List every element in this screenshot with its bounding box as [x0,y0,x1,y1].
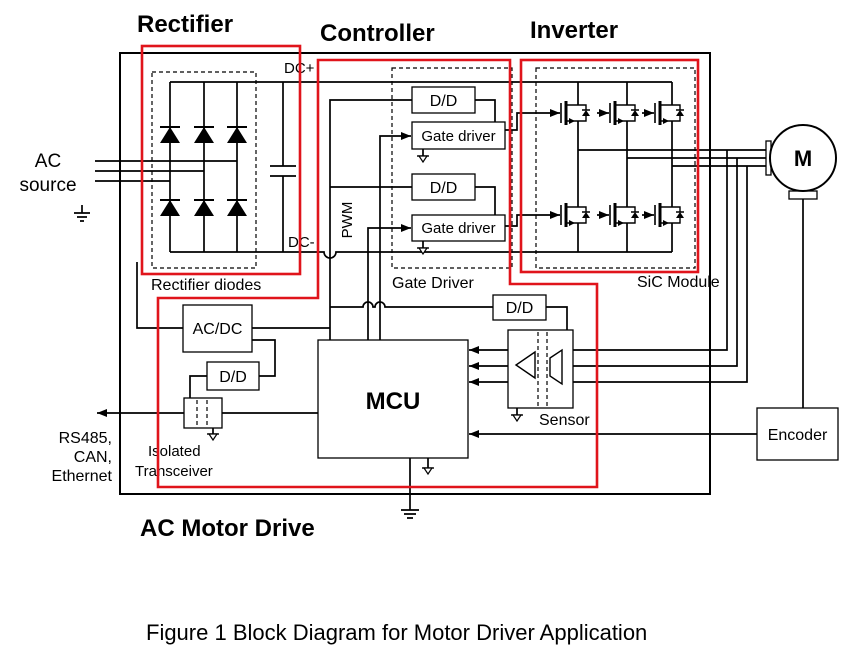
mcu-label: MCU [366,388,421,415]
comm-interface-label-line3: Ethernet [52,468,113,485]
ac-dc-label: AC/DC [193,321,243,338]
motor-shaft-mount [788,190,818,200]
sic-module-label: SiC Module [637,274,720,291]
sensor-supply-wire [330,301,493,308]
mcu-box [317,339,469,459]
inverter-section-outline [519,58,700,274]
pwm-label: PWM [339,202,356,239]
rectifier-section-outline [140,44,302,276]
dc-minus-label: DC- [288,234,315,251]
motor-icon [769,124,837,192]
figure-caption: Figure 1 Block Diagram for Motor Driver … [146,620,647,645]
sensor-dd-box [492,294,547,321]
transceiver-label-line2: Transceiver [135,463,213,480]
drive-enclosure [119,52,711,495]
comm-interface-label-line2: CAN, [74,449,112,466]
dd-to-gate-driver-upper-wire [475,99,496,122]
upper-dd-box [411,86,476,114]
rectifier-title: Rectifier [137,11,233,38]
lower-dd-box [411,173,476,201]
sense-coil-icon [549,348,563,386]
comm-interface-label-line1: RS485, [59,430,112,447]
dd-to-gate-driver-lower-wire [475,186,496,215]
transceiver-dd-label: D/D [219,369,247,386]
encoder-label: Encoder [768,427,828,444]
motor: M [765,124,837,200]
controller-section-outline [156,58,599,489]
transceiver-dd-box [206,361,260,391]
dc-link-capacitor-icon [270,82,296,252]
controller-title: Controller [320,20,435,47]
aux-power-rail [252,99,412,340]
chassis-ground-icon [401,509,419,519]
inverter-bridge [559,82,686,252]
encoder-box [756,407,839,461]
lower-gate-driver-label: Gate driver [421,220,495,237]
drive-label: AC Motor Drive [140,515,315,542]
mcu-ground-wire [409,458,429,510]
lower-gate-driver-box [411,214,506,242]
sensor-isolation-barrier [537,332,548,406]
gate-driver-block [391,67,513,269]
earth-ground-icon [74,205,90,222]
gate-driver-group-label: Gate Driver [392,275,474,292]
ac-dc-box [182,304,253,353]
rectifier-diodes-label: Rectifier diodes [151,277,261,294]
transceiver-box [183,397,223,429]
ac-source-label-line1: AC [35,151,61,172]
ac-source-label-line2: source [19,175,76,196]
motor-label: M [794,146,812,171]
pwm-upper-wire [379,132,411,340]
rectifier-bridge [159,82,248,252]
isolated-transceiver [183,397,223,441]
sensor-label: Sensor [539,412,590,429]
rectifier-diodes-block [151,71,257,269]
transceiver-label-line1: Isolated [148,443,201,460]
sensor-box [507,329,574,409]
upper-gate-driver-box [411,121,506,150]
dd-to-transceiver-wire [189,375,207,398]
sensor-dd-label: D/D [506,300,534,317]
inverter-title: Inverter [530,17,618,44]
current-sensor [507,329,574,422]
lower-dd-label: D/D [430,180,458,197]
acdc-to-dd-wire [252,339,276,377]
upper-gate-driver-label: Gate driver [421,128,495,145]
upper-dd-label: D/D [430,93,458,110]
aux-power-input-wire [136,262,183,329]
amplifier-icon [514,350,536,380]
sensor-dd-output-wire [546,306,568,330]
sic-module-block [535,67,696,269]
transceiver-isolation-barrier [196,400,208,426]
